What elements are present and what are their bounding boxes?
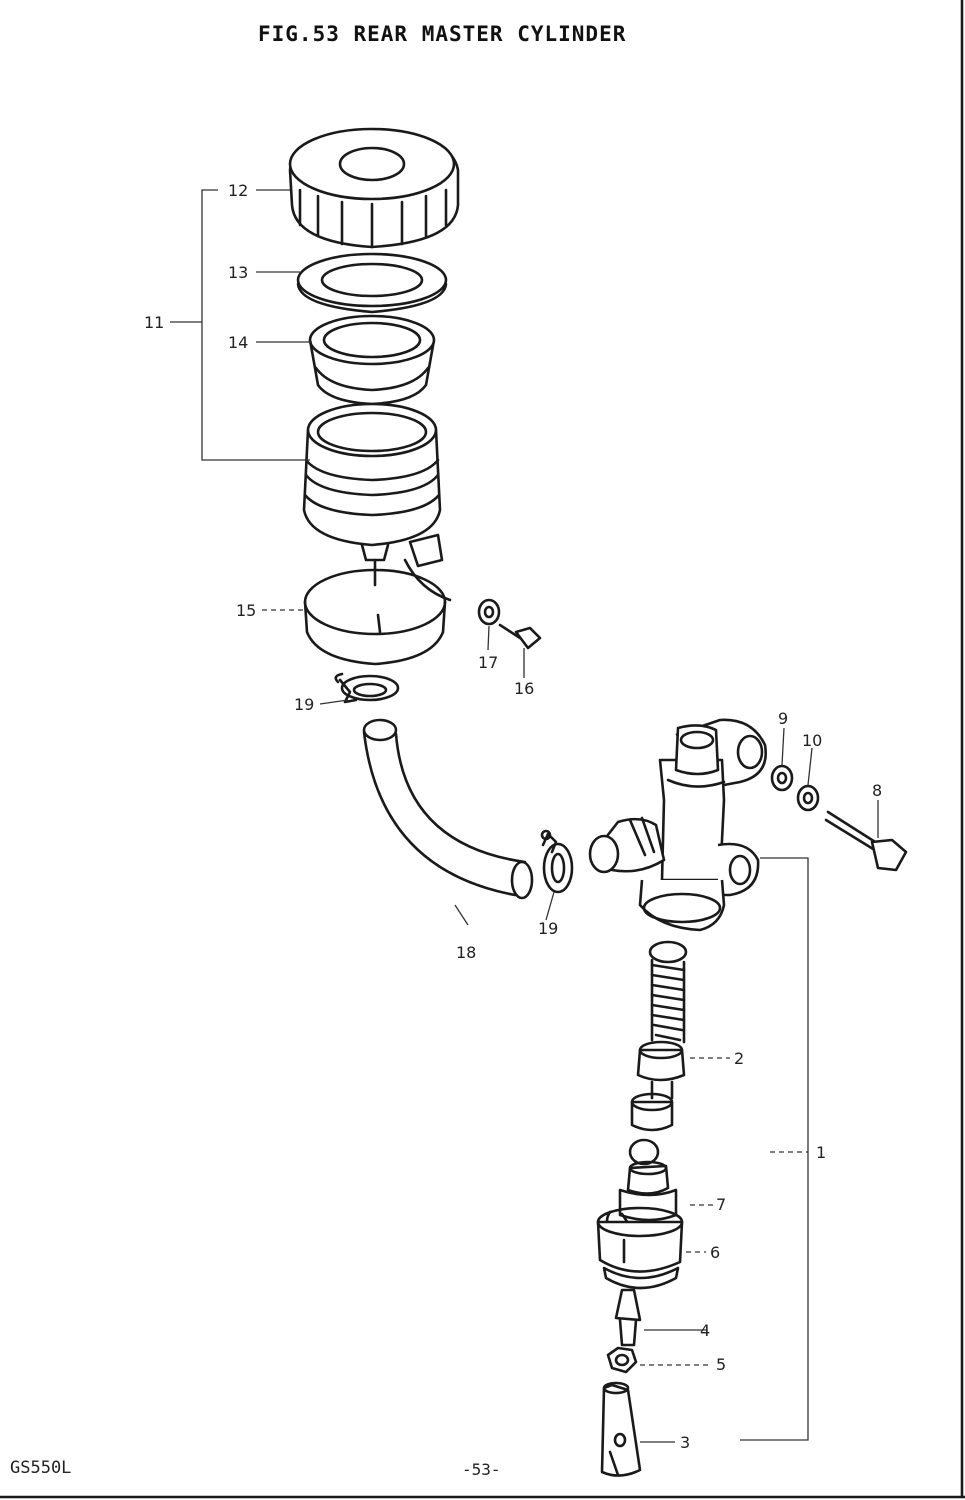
callout-9: 9 (778, 709, 788, 728)
reservoir-body (302, 402, 452, 602)
callout-12: 12 (228, 181, 248, 200)
callout-5: 5 (716, 1355, 726, 1374)
callout-14: 14 (228, 333, 248, 352)
reservoir-hose (362, 718, 534, 900)
primary-cup (636, 1040, 686, 1100)
callout-16: 16 (514, 679, 534, 698)
clevis (600, 1381, 642, 1477)
reservoir-band (303, 568, 447, 666)
boot (596, 1206, 684, 1290)
secondary-cup (630, 1092, 674, 1132)
model-code: GS550L (10, 1458, 72, 1478)
callout-19-upper: 19 (294, 695, 314, 714)
callout-3: 3 (680, 1433, 690, 1452)
callout-18: 18 (456, 943, 476, 962)
callout-19-lower: 19 (538, 919, 558, 938)
mounting-bolt-set (770, 764, 908, 872)
callout-2: 2 (734, 1049, 744, 1068)
leader-lines (170, 189, 879, 1443)
master-cylinder-body (588, 718, 768, 932)
diaphragm-plate (296, 252, 448, 314)
band-screw-and-washer (477, 598, 542, 650)
reservoir-cap (288, 127, 460, 249)
callout-7: 7 (716, 1195, 726, 1214)
callout-8: 8 (872, 781, 882, 800)
callout-1: 1 (816, 1143, 826, 1162)
page-number: -53- (462, 1460, 501, 1479)
callout-6: 6 (710, 1243, 720, 1262)
push-rod (614, 1288, 642, 1347)
callout-4: 4 (700, 1321, 710, 1340)
return-spring (648, 940, 688, 1044)
diaphragm (308, 314, 436, 406)
callout-10: 10 (802, 731, 822, 750)
callout-17: 17 (478, 653, 498, 672)
piston (618, 1138, 678, 1222)
callout-15: 15 (236, 601, 256, 620)
figure-title: FIG.53 REAR MASTER CYLINDER (258, 22, 627, 46)
callout-11: 11 (144, 313, 164, 332)
hose-clip-lower (540, 829, 574, 894)
hose-clip-upper (334, 672, 400, 704)
callout-13: 13 (228, 263, 248, 282)
lock-nut (606, 1346, 638, 1374)
